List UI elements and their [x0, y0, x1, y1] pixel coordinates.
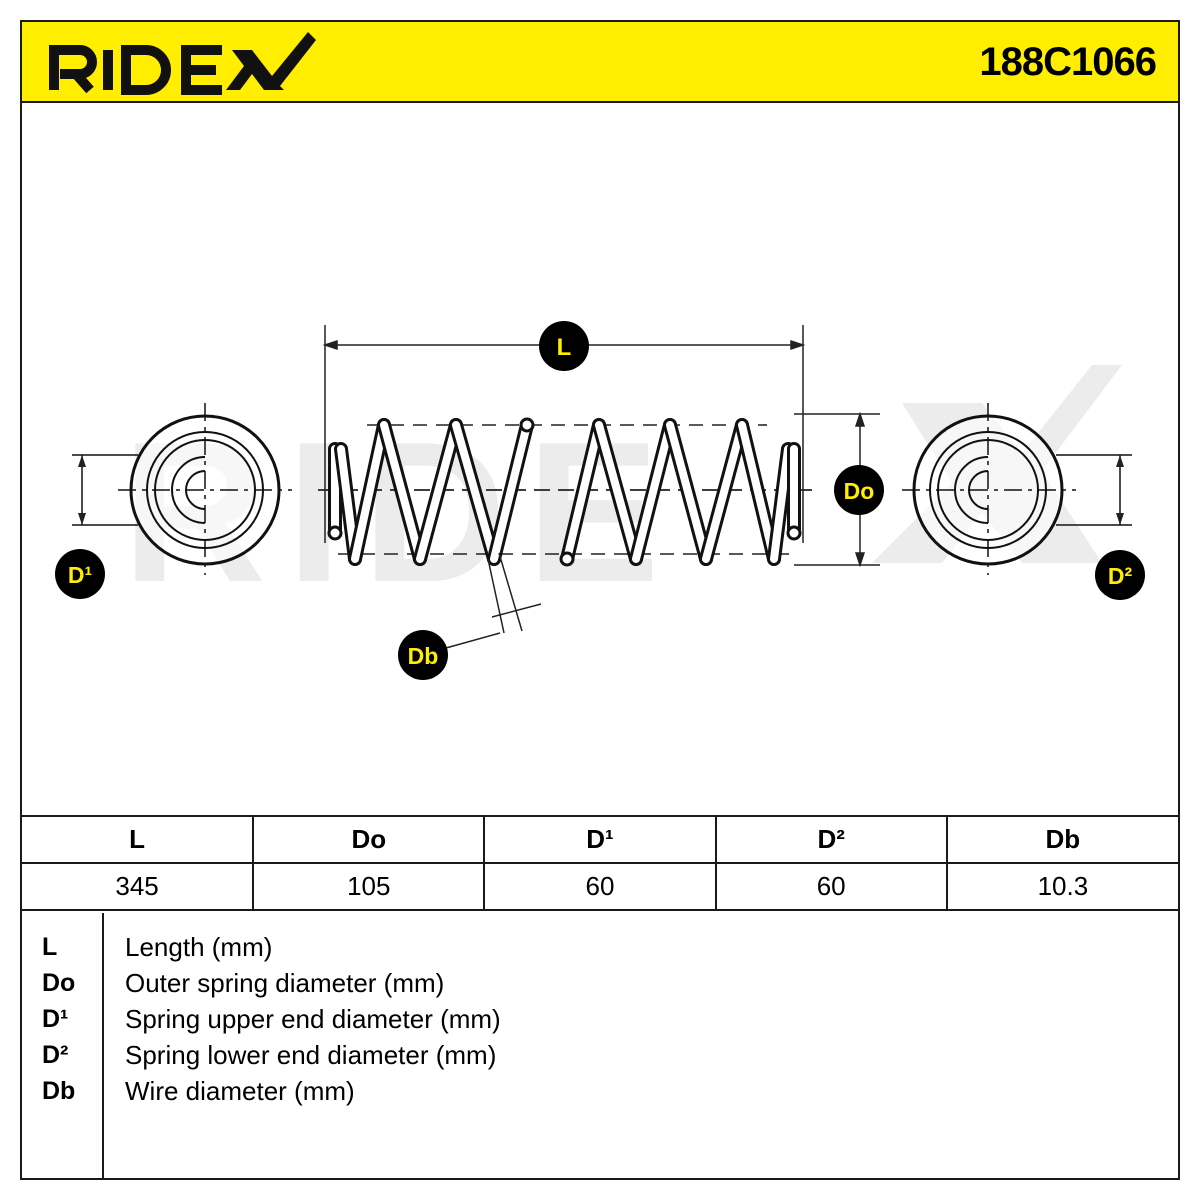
spec-value-cell: 345 — [22, 862, 255, 911]
spec-value-cell: 10.3 — [945, 862, 1178, 911]
lower-end-view — [902, 403, 1132, 575]
upper-end-view — [72, 403, 292, 575]
header-bar: 188C1066 — [22, 22, 1178, 103]
legend-row: L Length (mm) — [22, 929, 1178, 965]
ridex-logo — [49, 32, 316, 95]
legend-symbol: Db — [42, 1077, 76, 1105]
svg-text:Db: Db — [408, 643, 439, 669]
spec-value-cell: 60 — [483, 862, 717, 911]
label-badge-length: L — [539, 321, 589, 371]
wire-diameter-dimension — [445, 552, 542, 649]
legend-symbol: D² — [42, 1041, 69, 1069]
svg-text:L: L — [557, 334, 572, 361]
legend-row: Db Wire diameter (mm) — [22, 1073, 1178, 1109]
spring-coils — [327, 417, 802, 567]
svg-text:D²: D² — [1108, 563, 1133, 589]
spec-value-cell: 105 — [252, 862, 486, 911]
legend-description: Spring lower end diameter (mm) — [125, 1040, 497, 1070]
part-number: 188C1066 — [979, 40, 1157, 84]
spec-sheet: 188C1066 RIDE — [20, 20, 1180, 1180]
svg-text:D¹: D¹ — [68, 562, 92, 588]
spec-header-cell: L — [22, 815, 255, 864]
legend-divider — [102, 913, 104, 1178]
spring-drawing: RIDE — [55, 321, 1145, 680]
legend-description: Outer spring diameter (mm) — [125, 968, 445, 998]
legend: L Length (mm) Do Outer spring diameter (… — [22, 913, 1178, 1178]
legend-row: D² Spring lower end diameter (mm) — [22, 1037, 1178, 1073]
legend-row: Do Outer spring diameter (mm) — [22, 965, 1178, 1001]
legend-description: Length (mm) — [125, 932, 273, 962]
label-badge-outer-diameter: Do — [834, 465, 884, 515]
spec-header-cell: Do — [252, 815, 486, 864]
legend-description: Spring upper end diameter (mm) — [125, 1004, 501, 1034]
spec-value-cell: 60 — [714, 862, 948, 911]
legend-symbol: L — [42, 933, 58, 961]
svg-text:Do: Do — [844, 478, 875, 504]
spec-header-cell: D² — [714, 815, 948, 864]
legend-symbol: Do — [42, 969, 76, 997]
legend-row: D¹ Spring upper end diameter (mm) — [22, 1001, 1178, 1037]
label-badge-upper-end-diameter: D¹ — [55, 549, 105, 599]
legend-symbol: D¹ — [42, 1005, 69, 1033]
label-badge-wire-diameter: Db — [398, 630, 448, 680]
spec-table: L Do D¹ D² Db 345 105 60 60 10.3 — [22, 815, 1178, 911]
spec-header-cell: Db — [945, 815, 1178, 864]
spec-header-row: L Do D¹ D² Db — [22, 815, 1178, 864]
label-badge-lower-end-diameter: D² — [1095, 550, 1145, 600]
spec-header-cell: D¹ — [483, 815, 717, 864]
spec-value-row: 345 105 60 60 10.3 — [22, 862, 1178, 911]
legend-description: Wire diameter (mm) — [125, 1076, 355, 1106]
